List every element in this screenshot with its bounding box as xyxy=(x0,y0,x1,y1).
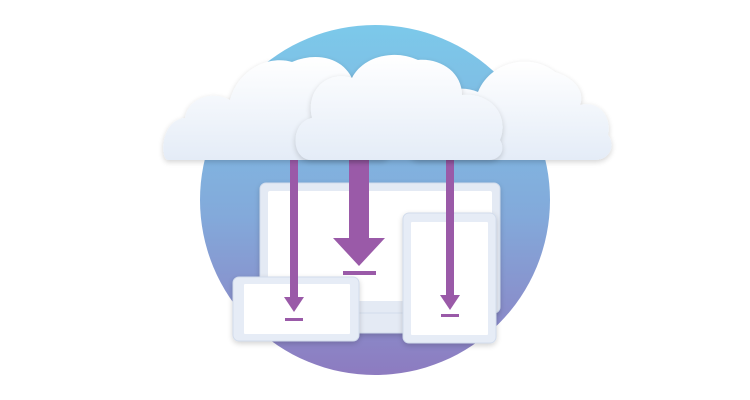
download-arrow-icon-center xyxy=(333,155,385,275)
download-arrow-icon-right xyxy=(440,155,460,317)
phone-icon xyxy=(232,276,360,342)
cloud-icon xyxy=(163,54,612,160)
download-arrow-icon-left xyxy=(284,155,304,321)
cloud-center xyxy=(295,54,503,160)
